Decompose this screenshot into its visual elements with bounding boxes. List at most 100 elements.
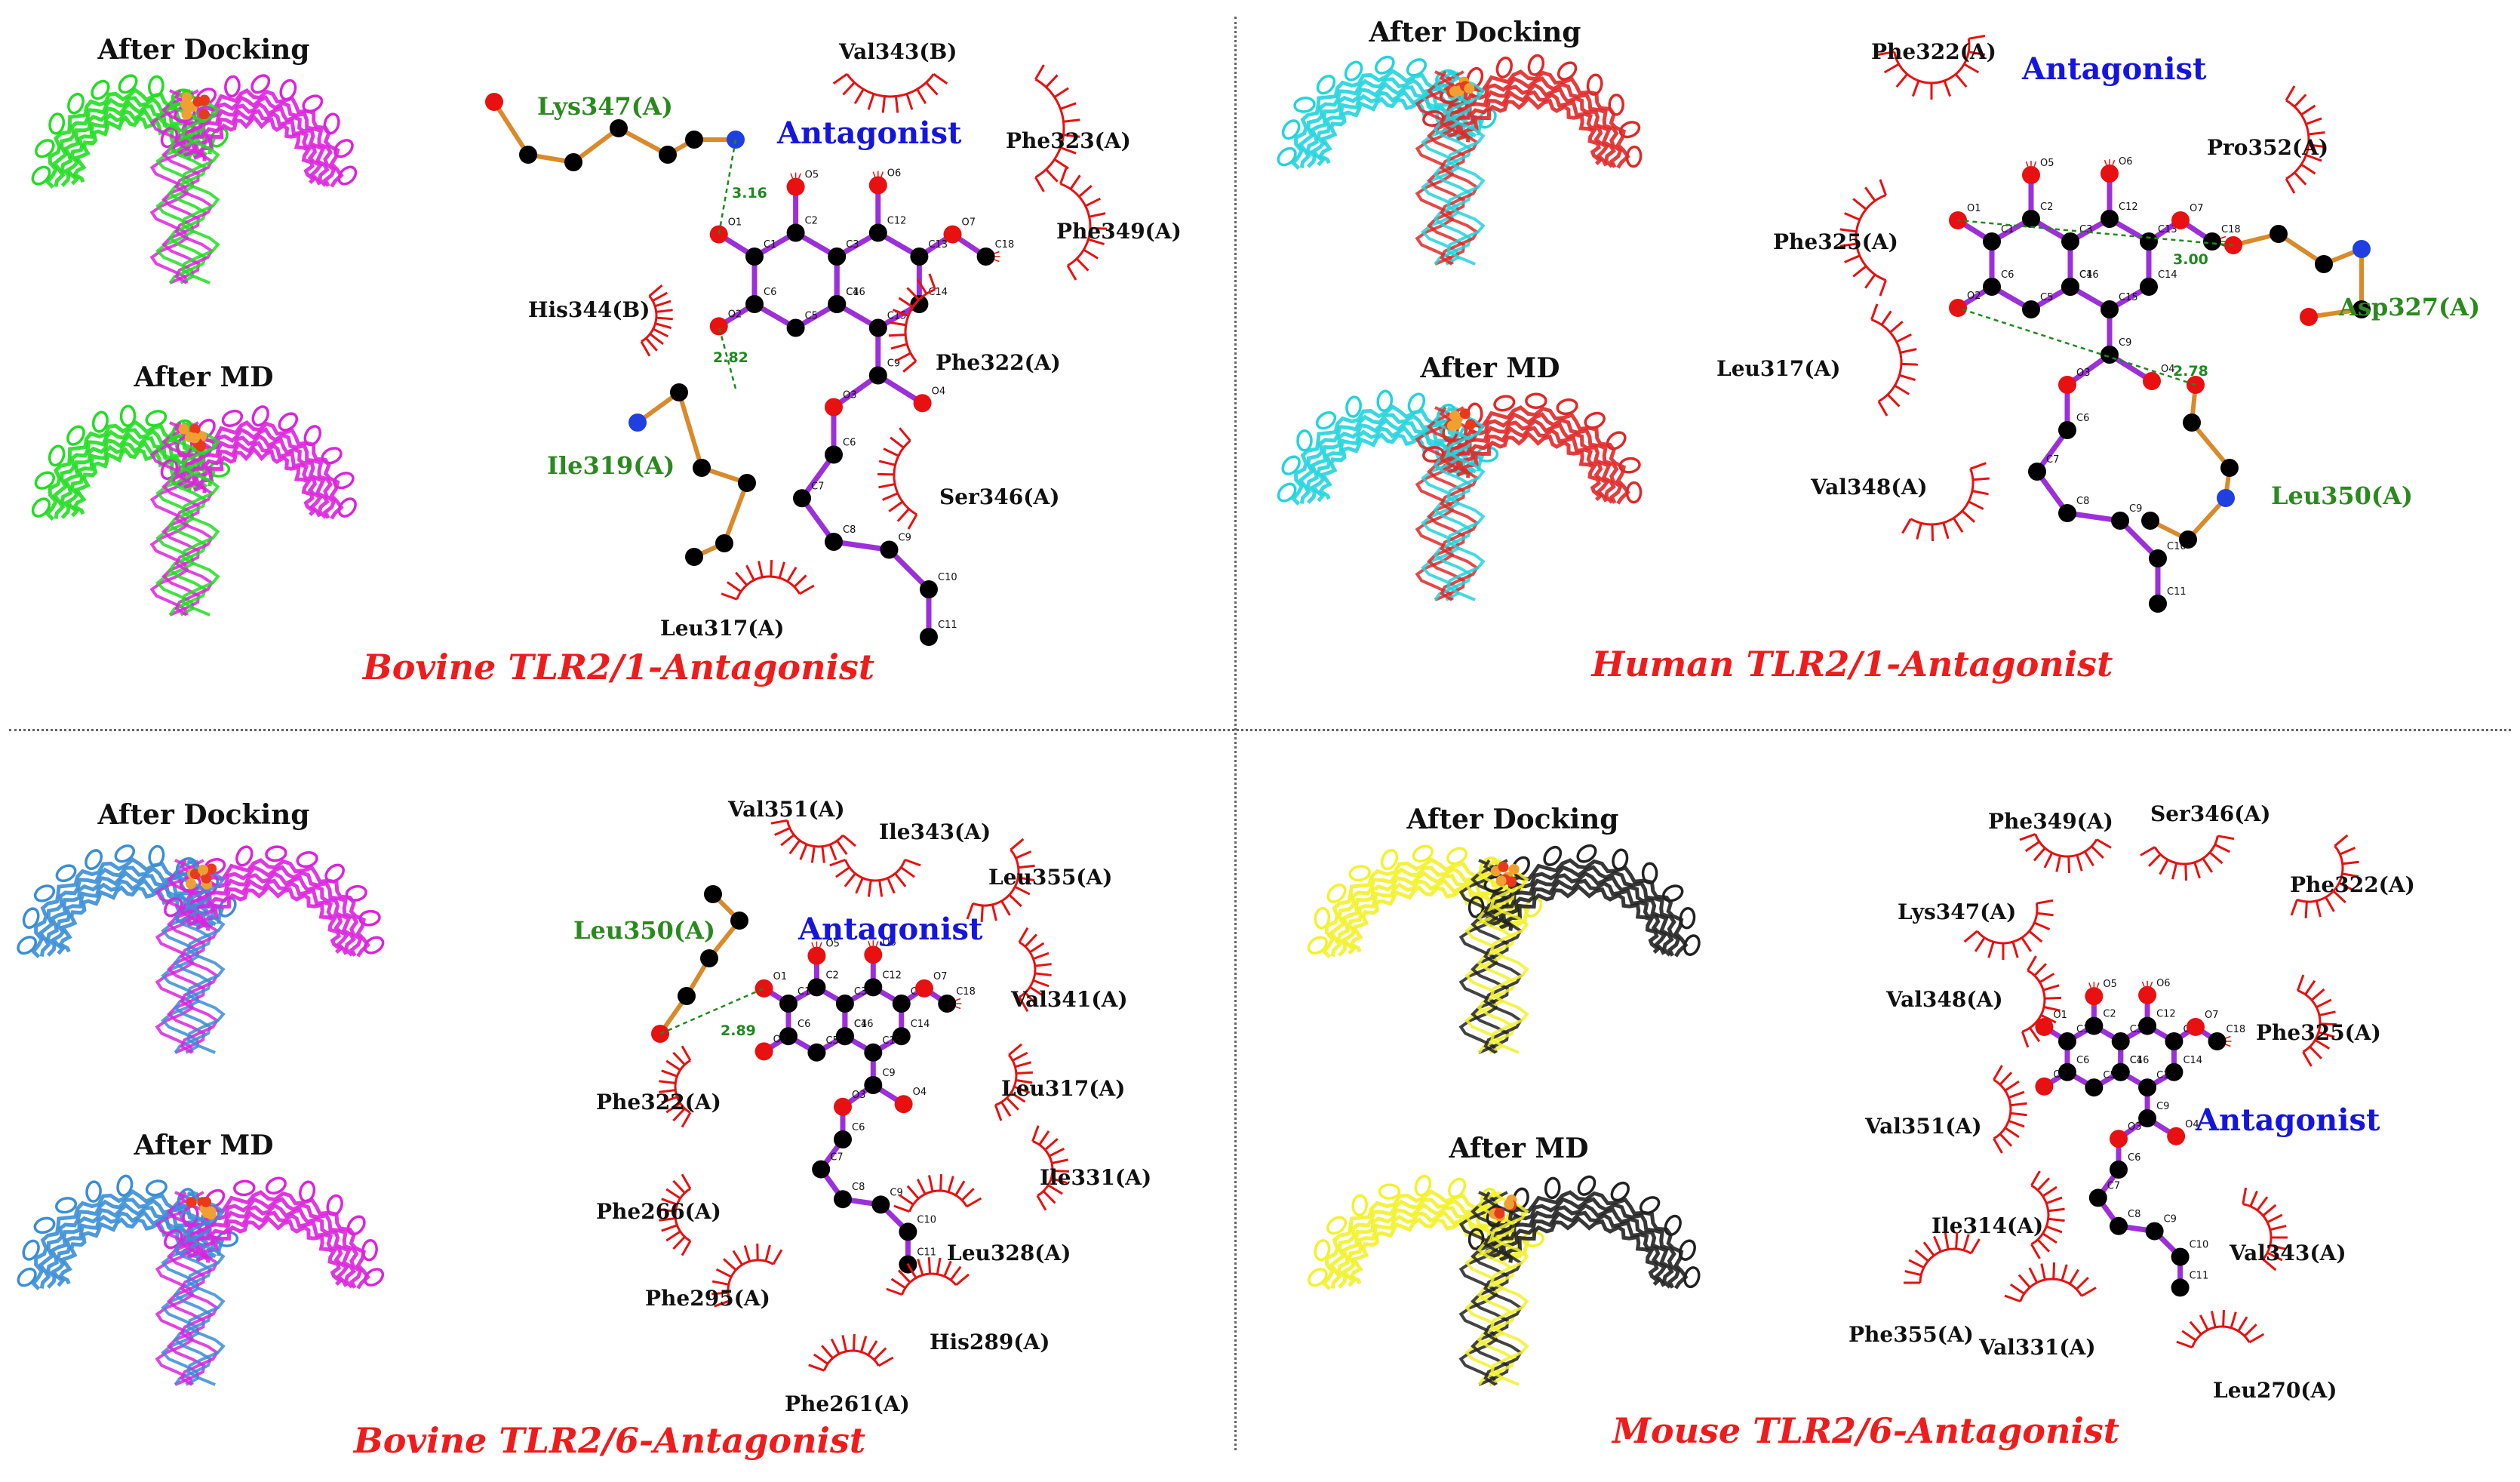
svg-text:C11: C11: [938, 620, 957, 631]
hydrophobic-contact-arc: [830, 859, 920, 896]
hydrophobic-residue-label: Val341(A): [1010, 987, 1128, 1012]
hydrophobic-residue-label: Ser346(A): [939, 484, 1059, 509]
svg-text:C9: C9: [2156, 1101, 2169, 1112]
hydrophobic-contact-arc: [1994, 1065, 2027, 1153]
protein-complex-md: [1275, 390, 1641, 600]
hbond-distance-label: 3.00: [2173, 251, 2208, 268]
hydrophobic-residue-label: Phe323(A): [1006, 128, 1131, 153]
svg-text:C11: C11: [2190, 1270, 2209, 1281]
svg-text:C9: C9: [2129, 503, 2142, 515]
svg-text:O3: O3: [852, 1090, 866, 1101]
protein-complex-md: [1306, 1173, 1701, 1385]
svg-text:O2: O2: [1967, 291, 1981, 302]
svg-text:C16: C16: [854, 1019, 874, 1030]
svg-text:C6: C6: [852, 1122, 865, 1133]
svg-text:C9: C9: [882, 1068, 895, 1079]
hydrophobic-residue-label: Leu317(A): [660, 616, 785, 641]
svg-text:C16: C16: [2130, 1055, 2150, 1066]
after-md-label: After MD: [134, 361, 274, 393]
panel-title: Human TLR2/1-Antagonist: [1590, 644, 2113, 684]
after-docking-label: After Docking: [1406, 804, 1619, 835]
svg-text:C15: C15: [2156, 1070, 2176, 1081]
svg-text:O2: O2: [773, 1034, 788, 1045]
svg-text:C6: C6: [2076, 413, 2089, 424]
hydrophobic-residue-label: Phe295(A): [645, 1286, 770, 1311]
hbond-residue-label: Leu350(A): [573, 916, 715, 945]
hydrophobic-residue-label: Phe325(A): [2256, 1020, 2381, 1045]
hydrophobic-residue-label: Leu328(A): [947, 1241, 1071, 1265]
ligand-name-label: Antagonist: [776, 115, 962, 151]
hydrophobic-residue-label: Ile314(A): [1931, 1213, 2043, 1238]
hydrophobic-residue-label: Ile331(A): [1040, 1165, 1151, 1190]
hydrophobic-residue-label: Phe322(A): [1871, 39, 1996, 64]
svg-text:C8: C8: [2128, 1209, 2140, 1220]
svg-text:C12: C12: [2156, 1009, 2176, 1020]
svg-text:O6: O6: [2119, 156, 2133, 168]
hydrophobic-residue-label: Phe349(A): [1056, 219, 1182, 244]
svg-text:C6: C6: [797, 1019, 810, 1030]
hydrophobic-residue-label: His289(A): [930, 1330, 1050, 1354]
hydrophobic-residue-label: Val343(B): [838, 39, 957, 64]
ligand-name-label: Antagonist: [797, 912, 983, 947]
hbond-residue-label: Lys347(A): [537, 92, 673, 121]
hydrophobic-residue-label: Val351(A): [1864, 1114, 1982, 1139]
ligand-name-label: Antagonist: [2195, 1102, 2380, 1138]
after-docking-label: After Docking: [97, 34, 310, 66]
horizontal-divider: [9, 729, 2511, 731]
after-md-label: After MD: [134, 1130, 274, 1161]
svg-text:C9: C9: [2164, 1214, 2177, 1225]
svg-text:O3: O3: [2128, 1121, 2142, 1133]
hydrophobic-contact-arc: [877, 428, 917, 529]
after-md-label: After MD: [1449, 1133, 1589, 1164]
hbond-distance-label: 2.89: [721, 1022, 756, 1039]
protein-complex-docking: [29, 72, 359, 283]
hydrophobic-residue-label: Phe322(A): [936, 350, 1061, 375]
svg-text:C6: C6: [764, 287, 776, 298]
svg-text:C16: C16: [2079, 269, 2099, 281]
protein-complex-md: [29, 404, 358, 615]
hydrophobic-residue-label: Phe355(A): [1849, 1322, 1974, 1347]
svg-text:O3: O3: [2076, 367, 2091, 379]
svg-text:C1: C1: [764, 239, 776, 251]
vertical-divider: [1234, 17, 1237, 1450]
hydrophobic-residue-label: Val348(A): [1810, 475, 1928, 500]
svg-text:O4: O4: [932, 386, 946, 397]
svg-text:C18: C18: [2221, 224, 2241, 235]
hydrophobic-contact-arc: [2005, 1262, 2096, 1302]
svg-text:C8: C8: [852, 1182, 865, 1193]
svg-text:C10: C10: [938, 572, 957, 583]
svg-text:C15: C15: [2119, 292, 2138, 303]
protein-complex-docking: [1275, 54, 1642, 264]
svg-text:O1: O1: [728, 217, 742, 229]
panel-title: Bovine TLR2/6-Antagonist: [352, 1420, 865, 1461]
hydrophobic-residue-label: Phe266(A): [596, 1199, 721, 1224]
hydrophobic-residue-label: Ile343(A): [879, 819, 991, 844]
svg-text:C5: C5: [2040, 292, 2053, 303]
hydrophobic-residue-label: Val348(A): [1885, 987, 2003, 1012]
svg-text:C14: C14: [928, 287, 948, 298]
svg-text:C7: C7: [830, 1152, 843, 1164]
panel-title: Mouse TLR2/6-Antagonist: [1611, 1410, 2119, 1451]
hydrophobic-residue-label: Leu355(A): [988, 865, 1113, 890]
svg-text:C6: C6: [843, 438, 856, 449]
svg-text:C5: C5: [805, 311, 818, 322]
svg-text:C2: C2: [825, 970, 838, 981]
svg-text:O6: O6: [887, 168, 902, 180]
svg-text:C6: C6: [2128, 1152, 2140, 1164]
svg-text:O5: O5: [2103, 979, 2117, 990]
svg-text:C12: C12: [887, 216, 907, 227]
hydrophobic-contact-arc: [2140, 836, 2234, 881]
svg-text:C18: C18: [956, 986, 976, 998]
svg-text:O2: O2: [2053, 1069, 2067, 1081]
after-docking-label: After Docking: [1369, 17, 1581, 48]
svg-text:C9: C9: [2119, 337, 2131, 349]
svg-text:C1: C1: [2001, 224, 2014, 235]
svg-text:C6: C6: [2076, 1055, 2089, 1066]
hydrophobic-contact-arc: [2020, 834, 2111, 873]
svg-text:C7: C7: [2046, 454, 2059, 466]
svg-text:O4: O4: [913, 1087, 927, 1098]
